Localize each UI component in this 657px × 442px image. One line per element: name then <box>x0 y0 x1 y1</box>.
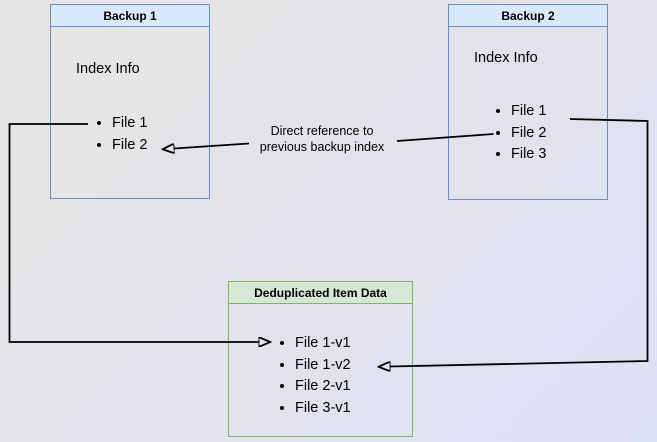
list-item: File 1-v2 <box>295 355 351 377</box>
list-item: File 1-v1 <box>295 333 351 355</box>
backup2-title: Backup 2 <box>501 8 555 23</box>
list-item: File 2-v1 <box>295 376 351 398</box>
dedup-file-list: File 1-v1 File 1-v2 File 2-v1 File 3-v1 <box>277 333 351 420</box>
backup2-box: Backup 2 Index Info File 1 File 2 File 3 <box>448 4 608 200</box>
list-item: File 2 <box>112 134 147 156</box>
backup2-header: Backup 2 <box>449 5 607 27</box>
backup2-index-info-label: Index Info <box>474 50 538 66</box>
dedup-title: Deduplicated Item Data <box>254 285 387 300</box>
dedup-header: Deduplicated Item Data <box>229 282 412 304</box>
direct-reference-line1: Direct reference to <box>270 124 374 138</box>
list-item: File 3-v1 <box>295 398 351 420</box>
backup1-box: Backup 1 Index Info File 1 File 2 <box>50 4 210 199</box>
list-item: File 2 <box>511 123 546 145</box>
direct-reference-line2: previous backup index <box>259 139 385 154</box>
list-item: File 1 <box>511 101 546 123</box>
backup1-header: Backup 1 <box>51 5 209 27</box>
backup1-file-list: File 1 File 2 <box>94 112 147 156</box>
backup1-title: Backup 1 <box>103 8 157 23</box>
direct-reference-label: Direct reference to previous backup inde… <box>260 124 384 155</box>
list-item: File 3 <box>511 144 546 166</box>
dedup-box: Deduplicated Item Data File 1-v1 File 1-… <box>228 281 413 437</box>
backup1-index-info-label: Index Info <box>76 61 140 77</box>
backup2-file-list: File 1 File 2 File 3 <box>493 101 546 166</box>
list-item: File 1 <box>112 112 147 134</box>
